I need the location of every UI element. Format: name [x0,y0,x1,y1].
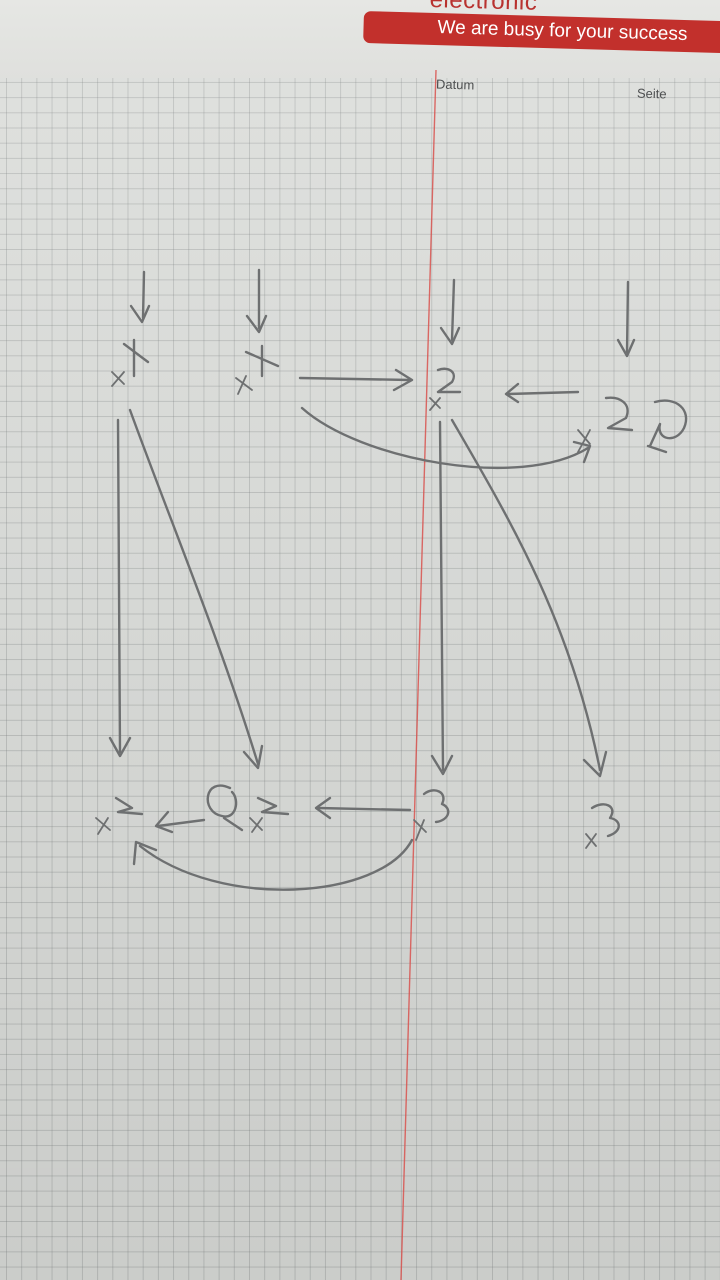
curved-arrow-to-2y [300,406,592,470]
arrow-2y-to-2x [504,382,580,404]
arrow-4x-to-4y [154,810,206,834]
handwritten-label-3x [585,803,620,849]
arrow-1x-to-4x [128,408,264,770]
entry-arrow-column-1 [616,280,636,358]
arrow-2x-to-3x [450,418,608,778]
handwritten-label-4y [95,796,144,835]
curved-arrow-3y-to-4y [132,838,414,891]
arrow-1y-to-2x [298,368,414,392]
arrow-2x-to-3y [430,420,454,776]
entry-arrow-column-4 [129,270,151,324]
handwritten-label-2x [429,367,462,411]
handwritten-label-1y [235,344,280,395]
notepad-header: electronic We are busy for your success … [0,0,720,101]
arrow-3y-to-4x [314,796,412,820]
handwritten-label-1x [111,338,150,387]
handwritten-label-4x [206,784,290,833]
handwritten-label-3y [413,789,450,841]
entry-arrow-column-3 [245,268,268,334]
entry-arrow-column-2 [439,278,461,346]
arrow-1x-to-4y [108,418,132,758]
handwritten-label-2y-top [577,396,688,454]
